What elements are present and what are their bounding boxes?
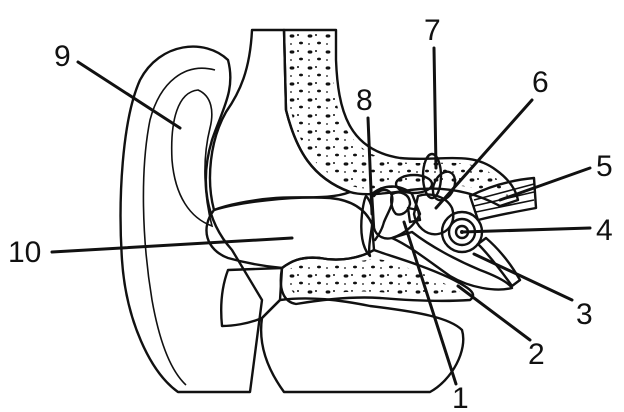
ossicle-incus bbox=[391, 192, 410, 214]
label-3: 3 bbox=[576, 298, 593, 331]
label-5: 5 bbox=[596, 150, 613, 183]
leader-10 bbox=[52, 238, 292, 252]
pinna-shape bbox=[121, 47, 262, 392]
leader-3 bbox=[474, 254, 572, 300]
label-10: 10 bbox=[8, 236, 41, 269]
leader-2 bbox=[458, 286, 530, 340]
temporal-bone-upper-pores bbox=[288, 34, 508, 196]
label-1: 1 bbox=[452, 382, 469, 412]
pinna-helix-rim bbox=[143, 68, 215, 385]
label-7: 7 bbox=[424, 14, 441, 47]
pinna-inner-fold bbox=[172, 90, 212, 226]
leader-6 bbox=[436, 100, 532, 208]
label-4: 4 bbox=[596, 214, 613, 247]
label-8: 8 bbox=[356, 84, 373, 117]
leader-7 bbox=[434, 48, 436, 168]
label-6: 6 bbox=[532, 66, 549, 99]
label-2: 2 bbox=[528, 338, 545, 371]
cartilage-lower bbox=[221, 268, 282, 326]
label-9: 9 bbox=[54, 40, 71, 73]
leader-5 bbox=[500, 168, 590, 200]
